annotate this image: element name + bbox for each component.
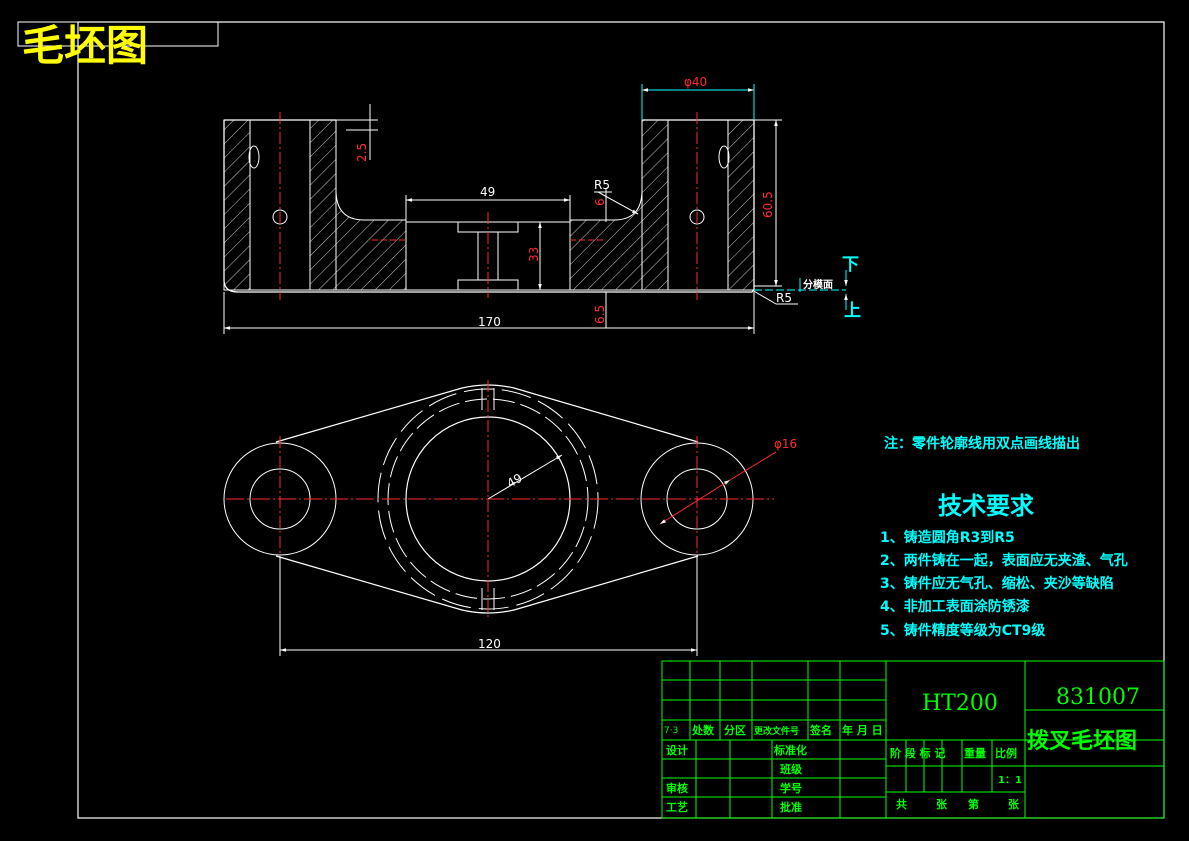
drawing-name: 拨叉毛坯图 xyxy=(1027,729,1137,754)
right-column-hatch xyxy=(641,119,669,291)
rev-col-3: 分区 xyxy=(724,723,746,737)
r5-top: R5 xyxy=(594,178,610,192)
parting-upper: 下 xyxy=(842,255,859,275)
parting-label: 分模面 xyxy=(803,278,833,291)
requirement-3: 3、铸件应无气孔、缩松、夹沙等缺陷 xyxy=(880,575,1114,592)
right-web-hatch xyxy=(569,189,643,291)
plan-view: 49 φ16 120 xyxy=(223,380,797,656)
right-column-outer-hatch xyxy=(727,119,755,291)
drawing-number: 831007 xyxy=(1056,685,1140,710)
requirement-5: 5、铸件精度等级为CT9级 xyxy=(880,622,1046,639)
class-label: 班级 xyxy=(780,762,803,776)
title-tab xyxy=(17,21,219,47)
rev-col-1: 7·3 xyxy=(664,726,678,736)
dim-170: 170 xyxy=(478,315,501,329)
student-no-label: 学号 xyxy=(780,781,802,795)
dim-60-5: 60.5 xyxy=(761,191,775,218)
stage-mark-label: 阶 段 标 记 xyxy=(890,746,946,760)
rev-col-6: 年 月 日 xyxy=(842,723,883,737)
approve-label: 批准 xyxy=(780,800,802,814)
dim-120: 120 xyxy=(478,637,501,651)
weight-label: 重量 xyxy=(964,746,986,760)
front-outline xyxy=(223,119,755,293)
left-slot xyxy=(248,145,260,169)
phi16-leader xyxy=(659,479,731,525)
dim-6: 6 xyxy=(593,198,607,206)
dim-phi16: φ16 xyxy=(774,437,797,451)
title-block-text: HT200 831007 拨叉毛坯图 7·3 处数 分区 更改文件号 签名 年 … xyxy=(664,685,1140,814)
front-view: 170 φ40 49 33 2.5 6 R5 60.5 6.5 xyxy=(223,75,861,334)
r5-bottom: R5 xyxy=(776,291,792,305)
outline-note: 注：零件轮廓线用双点画线描出 xyxy=(884,435,1080,452)
requirements-title: 技术要求 xyxy=(938,492,1034,520)
dim-phi40: φ40 xyxy=(684,75,707,89)
parting-lower: 上 xyxy=(844,301,861,321)
r49-line xyxy=(487,454,563,500)
dim-33: 33 xyxy=(527,247,541,262)
right-slot xyxy=(718,145,730,169)
requirement-4: 4、非加工表面涂防锈漆 xyxy=(880,598,1030,615)
notes: 注：零件轮廓线用双点画线描出 技术要求 1、铸造圆角R3到R5 2、两件铸在一起… xyxy=(880,435,1128,639)
requirement-1: 1、铸造圆角R3到R5 xyxy=(880,529,1015,546)
scale-value: 1：1 xyxy=(998,775,1022,786)
title-block xyxy=(661,660,1165,819)
requirement-2: 2、两件铸在一起，表面应无夹渣、气孔 xyxy=(880,552,1128,569)
dim-6-5: 6.5 xyxy=(593,305,607,324)
design-label: 设计 xyxy=(666,743,688,757)
process-label: 工艺 xyxy=(666,800,688,814)
drawing-title: 毛坯图 xyxy=(22,21,148,70)
sheet-unit2: 张 xyxy=(1008,797,1020,811)
left-column-inner-hatch xyxy=(309,119,337,291)
dim-r49: 49 xyxy=(505,471,525,491)
sheet-no: 第 xyxy=(968,797,979,811)
rev-col-4: 更改文件号 xyxy=(754,725,799,737)
review-label: 审核 xyxy=(666,781,688,795)
scale-label: 比例 xyxy=(995,746,1017,760)
r5-leader xyxy=(597,191,639,215)
left-web-hatch xyxy=(335,189,407,291)
dim-2-5: 2.5 xyxy=(355,143,369,162)
sheets-total: 共 xyxy=(896,797,907,811)
rev-col-5: 签名 xyxy=(809,723,832,737)
material: HT200 xyxy=(922,691,998,716)
dim-49: 49 xyxy=(480,185,495,199)
sheet-border xyxy=(77,21,1165,819)
standardize-label: 标准化 xyxy=(773,743,807,757)
left-column-hatch xyxy=(223,119,251,291)
sheets-unit: 张 xyxy=(936,797,948,811)
rev-col-2: 处数 xyxy=(691,723,715,737)
